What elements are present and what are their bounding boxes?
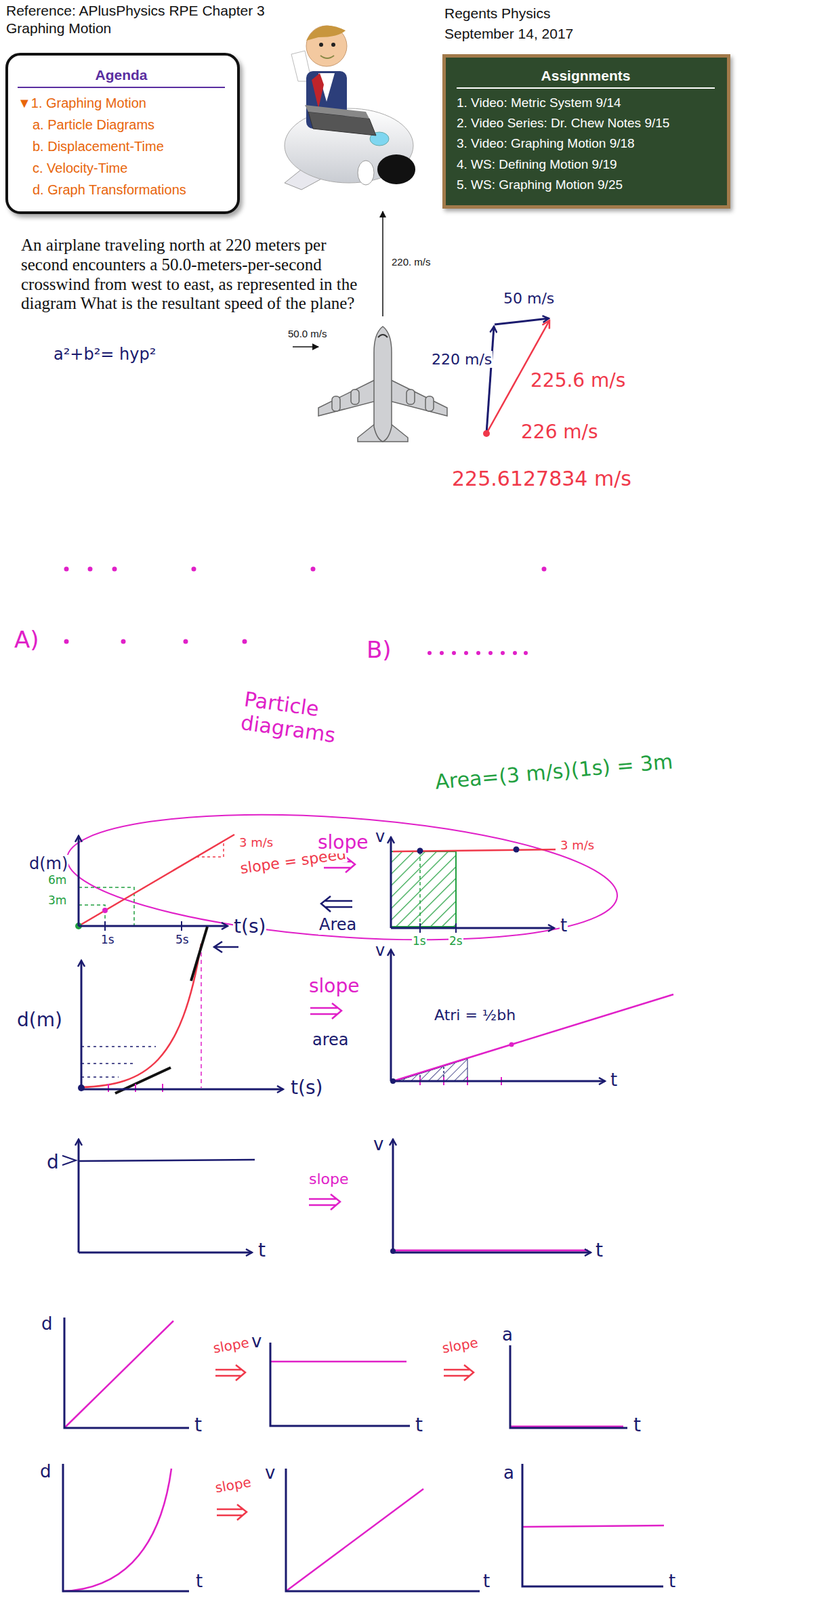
- handwritten-note: 220. m/s: [390, 256, 432, 268]
- header-text: Regents Physics: [443, 5, 551, 22]
- graph-row-3: [62, 1139, 591, 1255]
- handwritten-note: t: [195, 1571, 204, 1593]
- handwritten-note: 2s: [448, 934, 464, 949]
- handwritten-note: slope: [308, 1170, 350, 1188]
- list-item: b. Displacement-Time: [17, 135, 225, 158]
- handwritten-note: 225.6127834 m/s: [451, 467, 633, 492]
- handwritten-note: slope: [308, 975, 361, 998]
- header-text: Reference: APlusPhysics RPE Chapter 3: [5, 2, 266, 19]
- wind-arrow: [292, 346, 319, 348]
- list-item: 5. WS: Graphing Motion 9/25: [456, 174, 715, 196]
- handwritten-note: t: [559, 915, 568, 937]
- handwritten-note: t(s): [289, 1077, 324, 1099]
- list-item: 3. Video: Graphing Motion 9/18: [456, 133, 715, 154]
- handwritten-note: 1s: [411, 934, 427, 949]
- airplane-picture: [318, 326, 448, 442]
- particle-dots: [64, 567, 547, 656]
- graph-row-4: [64, 1317, 628, 1429]
- handwritten-note: t: [482, 1571, 491, 1593]
- graph-row-1: [75, 834, 556, 933]
- list-item: 4. WS: Defining Motion 9/19: [456, 154, 715, 175]
- handwritten-note: t: [193, 1414, 203, 1437]
- handwritten-note: d: [39, 1462, 53, 1483]
- handwritten-note: B): [365, 636, 393, 664]
- handwritten-note: slope: [211, 1334, 251, 1357]
- handwritten-note: Atri = ½bh: [433, 1006, 517, 1024]
- pilot-cartoon: [284, 25, 416, 190]
- handwritten-note: 50 m/s: [502, 289, 555, 307]
- handwritten-note: Area: [318, 915, 358, 935]
- list-item: 2. Video Series: Dr. Chew Notes 9/15: [456, 113, 715, 134]
- box-heading: Assignments: [456, 64, 715, 89]
- handwritten-note: 3 m/s: [238, 836, 274, 851]
- handwritten-note: d: [40, 1314, 54, 1335]
- handwritten-note: 1s: [100, 933, 116, 948]
- handwritten-note: d(m): [16, 1009, 64, 1032]
- handwritten-note: A): [13, 626, 40, 654]
- handwritten-note: 50.0 m/s: [287, 327, 328, 340]
- handwritten-note: t: [257, 1239, 267, 1262]
- handwritten-note: v: [372, 1134, 385, 1156]
- handwritten-note: t: [414, 1414, 424, 1437]
- handwritten-note: Particle diagrams: [238, 687, 354, 750]
- handwritten-note: t: [609, 1070, 618, 1091]
- assignments-board: Assignments 1. Video: Metric System 9/142…: [442, 54, 731, 209]
- handwritten-note: v: [374, 827, 386, 847]
- handwritten-note: slope: [440, 1334, 480, 1357]
- list-item: a. Particle Diagrams: [17, 113, 225, 136]
- handwritten-note: 6m: [47, 873, 68, 888]
- graph-row-5: [63, 1464, 664, 1592]
- handwritten-note: 226 m/s: [520, 421, 599, 444]
- agenda-box: Agenda ▼1. Graphing Motiona. Particle Dia…: [5, 52, 240, 215]
- handwritten-note: 5s: [174, 933, 190, 948]
- handwritten-note: v: [374, 941, 386, 961]
- list-item: d. Graph Transformations: [17, 178, 225, 201]
- problem-text: An airplane traveling north at 220 meter…: [20, 235, 378, 314]
- list-item: 1. Video: Metric System 9/14: [456, 92, 715, 114]
- box-heading: Agenda: [17, 63, 225, 89]
- list-item: c. Velocity-Time: [17, 157, 225, 179]
- handwritten-note: a: [502, 1463, 515, 1484]
- handwritten-note: t(s): [233, 915, 267, 938]
- handwritten-note: slope: [317, 831, 370, 854]
- handwritten-note: t: [632, 1414, 642, 1437]
- handwritten-note: 3 m/s: [559, 838, 595, 853]
- velocity-arrow: [382, 211, 384, 317]
- handwritten-note: a: [501, 1325, 514, 1346]
- handwritten-note: t: [594, 1239, 604, 1262]
- handwritten-note: Area=(3 m/s)(1s) = 3m: [433, 749, 675, 795]
- handwritten-note: v: [264, 1463, 276, 1484]
- handwritten-note: a²+b²= hyp²: [52, 345, 157, 365]
- handwritten-note: 225.6 m/s: [529, 369, 627, 392]
- list-item: ▼1. Graphing Motion: [17, 92, 225, 114]
- handwritten-note: 220 m/s: [430, 350, 493, 368]
- header-text: Graphing Motion: [5, 20, 112, 37]
- handwritten-note: 3m: [47, 894, 68, 908]
- handwritten-note: t: [668, 1571, 677, 1593]
- handwritten-note: d(m): [28, 855, 69, 874]
- handwritten-note: v: [250, 1331, 263, 1353]
- handwritten-note: d: [46, 1151, 60, 1174]
- handwritten-note: slope: [213, 1474, 253, 1496]
- grouping-ellipse: [63, 798, 622, 956]
- graph-row-2: [77, 926, 674, 1094]
- handwritten-note: area: [311, 1031, 350, 1051]
- header-text: September 14, 2017: [443, 25, 574, 43]
